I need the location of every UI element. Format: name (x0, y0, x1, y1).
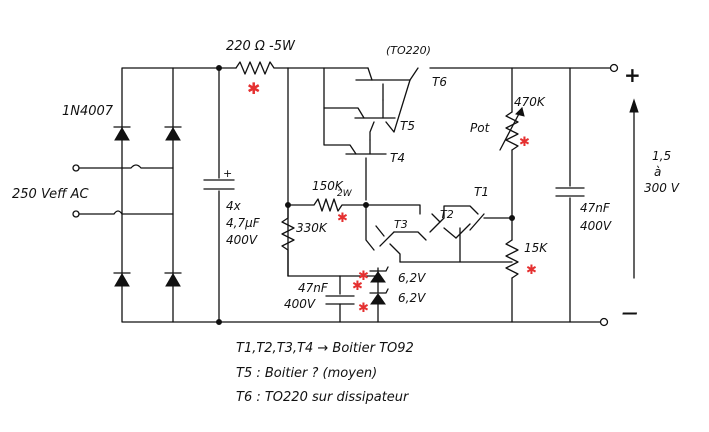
bridge-rectifier (72, 67, 220, 323)
label-out-min: 1,5 (652, 149, 671, 163)
asterisk-zener-2: ✱ (358, 301, 369, 316)
asterisk-zener-1: ✱ (358, 269, 369, 284)
label-out-max: 300 V (644, 181, 680, 195)
zener-1-icon (370, 271, 386, 283)
label-t2: T2 (440, 208, 454, 221)
label-zener-2: 6,2V (398, 291, 426, 305)
output-voltage-arrow (629, 98, 639, 279)
label-1n4007: 1N4007 (62, 104, 114, 119)
output-minus-terminal (599, 317, 609, 327)
resistor-330k-icon (281, 204, 295, 277)
label-t4: T4 (390, 151, 405, 165)
bias-network (281, 198, 421, 277)
label-cap-voltage: 400V (226, 233, 258, 247)
resistor-220-icon (235, 61, 289, 75)
asterisk-r150k: ✱ (337, 211, 348, 226)
note-line-3: T6 : TO220 sur dissipateur (236, 390, 410, 405)
diode-d3-icon (114, 273, 130, 287)
output-plus-terminal (609, 63, 619, 73)
t3-transistor-icon (379, 231, 395, 247)
darlington-stage (287, 67, 419, 277)
power-rails (216, 61, 619, 327)
resistor-15k-icon (505, 239, 519, 279)
asterisk-resistor-220: ✱ (247, 79, 260, 98)
resistor-470k-icon (505, 111, 519, 151)
label-t1: T1 (474, 185, 489, 199)
label-input-voltage: 250 Veff AC (12, 187, 89, 202)
asterisk-r15k: ✱ (526, 263, 537, 278)
label-pot: Pot (470, 121, 491, 135)
ac-terminal-top (72, 164, 80, 172)
diode-d1-icon (114, 127, 130, 141)
t2-transistor-icon (429, 217, 445, 233)
label-cap-value: 4,7µF (226, 216, 261, 230)
label-cap-mid-value: 47nF (298, 281, 329, 295)
diode-d4-icon (165, 273, 181, 287)
output-capacitor (555, 67, 585, 323)
label-t5: T5 (400, 119, 415, 133)
label-t6: T6 (432, 75, 447, 89)
ac-terminal-bottom (72, 210, 80, 218)
zener-reference (325, 266, 389, 323)
diode-d2-icon (165, 127, 181, 141)
note-line-2: T5 : Boitier ? (moyen) (236, 366, 377, 381)
label-cap-count: 4x (226, 199, 242, 213)
label-cap-polarity: + (223, 167, 232, 180)
label-cap-out-voltage: 400V (580, 219, 612, 233)
asterisk-cap-mid: ✱ (352, 279, 363, 294)
label-resistor-220: 220 Ω -5W (226, 39, 296, 54)
t1-transistor-icon (469, 213, 485, 231)
error-amplifier (375, 205, 513, 263)
label-r470k: 470K (514, 95, 546, 109)
label-minus: — (622, 303, 638, 322)
feedback-divider (499, 67, 525, 323)
label-r330k: 330K (296, 221, 328, 235)
label-cap-mid-voltage: 400V (284, 297, 316, 311)
label-r15k: 15K (524, 241, 548, 255)
arrow-up-icon (629, 98, 639, 113)
asterisk-pot: ✱ (519, 135, 530, 150)
filter-capacitor-bank (203, 67, 235, 323)
label-t3: T3 (394, 218, 408, 231)
label-plus: + (624, 63, 641, 87)
resistor-150k-icon (287, 198, 367, 212)
label-out-to: à (654, 165, 661, 179)
label-r150k-power: 2W (337, 189, 353, 199)
label-package-to220: (TO220) (386, 44, 431, 57)
label-r150k: 150K (312, 179, 344, 193)
note-line-1: T1,T2,T3,T4 → Boitier TO92 (236, 341, 414, 356)
zener-2-icon (370, 293, 386, 305)
label-zener-1: 6,2V (398, 271, 426, 285)
label-cap-out-value: 47nF (580, 201, 611, 215)
